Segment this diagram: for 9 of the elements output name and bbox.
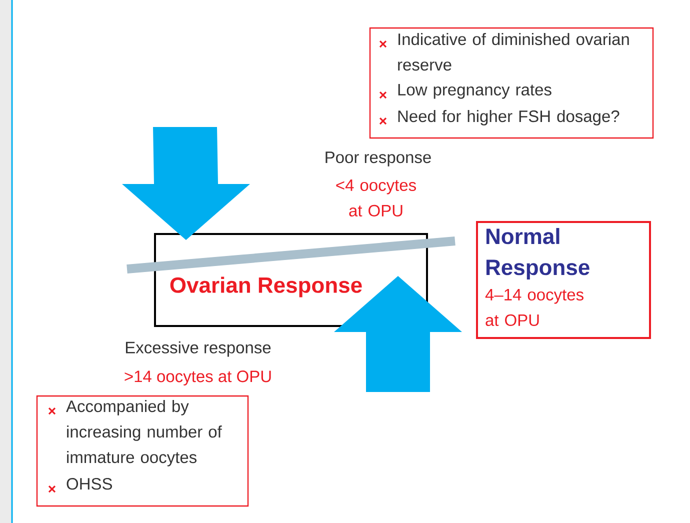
response-label: Poor response: [326, 152, 431, 166]
note-box: Accompanied by increasing number of immature oocytes OHSS: [36, 395, 249, 507]
response-label: Excessive response: [126, 341, 271, 357]
response-label: >14 oocytes at OPU: [124, 370, 271, 386]
note-box: Indicative of diminished ovarian reserve Low pregnancy rates Need for higher FSH dosage?: [369, 27, 654, 139]
response-box: Normal Response 4–14 oocytes at OPU: [476, 221, 651, 339]
block-arrow: [334, 276, 462, 392]
block-arrow: [122, 127, 250, 240]
response-label: <4 oocytes at OPU: [336, 180, 416, 216]
